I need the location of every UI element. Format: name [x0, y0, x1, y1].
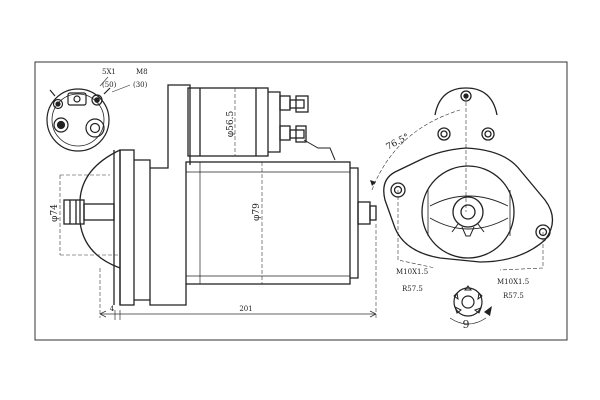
right-radius-label: R57.5: [503, 292, 524, 300]
terminal-2-sub-label: (30): [133, 81, 148, 89]
left-thread-label: M10X1.5: [396, 268, 428, 276]
overall-length-label: 201: [239, 305, 252, 313]
bolt-angle-label: 76.5°: [385, 132, 411, 152]
front-view: [383, 87, 554, 263]
pinion-teeth-label: 9: [463, 318, 470, 331]
pinion-detail: [449, 285, 487, 325]
side-view: [63, 84, 377, 306]
drawing-frame: [34, 61, 568, 341]
motor-diameter-label: φ79: [252, 203, 262, 221]
solenoid-diameter-label: φ56.5: [226, 111, 236, 138]
angle-arrow: [370, 180, 376, 186]
left-radius-label: R57.5: [402, 285, 423, 293]
flange-offset-label: 4: [110, 305, 115, 313]
front-dimension-lines: [371, 96, 544, 271]
right-thread-label: M10X1.5: [497, 278, 529, 286]
terminal-leader-lines: [99, 76, 131, 93]
side-dimension-lines: [59, 88, 377, 318]
nose-diameter-label: φ74: [50, 204, 60, 222]
terminal-detail: [46, 87, 111, 152]
pinion-rotation-arrow: [484, 306, 492, 316]
length-dimension-line: [99, 310, 377, 320]
terminal-1-sub-label: (50): [102, 81, 117, 89]
terminal-1-label: 5X1: [102, 68, 116, 76]
terminal-2-label: M8: [136, 68, 148, 76]
